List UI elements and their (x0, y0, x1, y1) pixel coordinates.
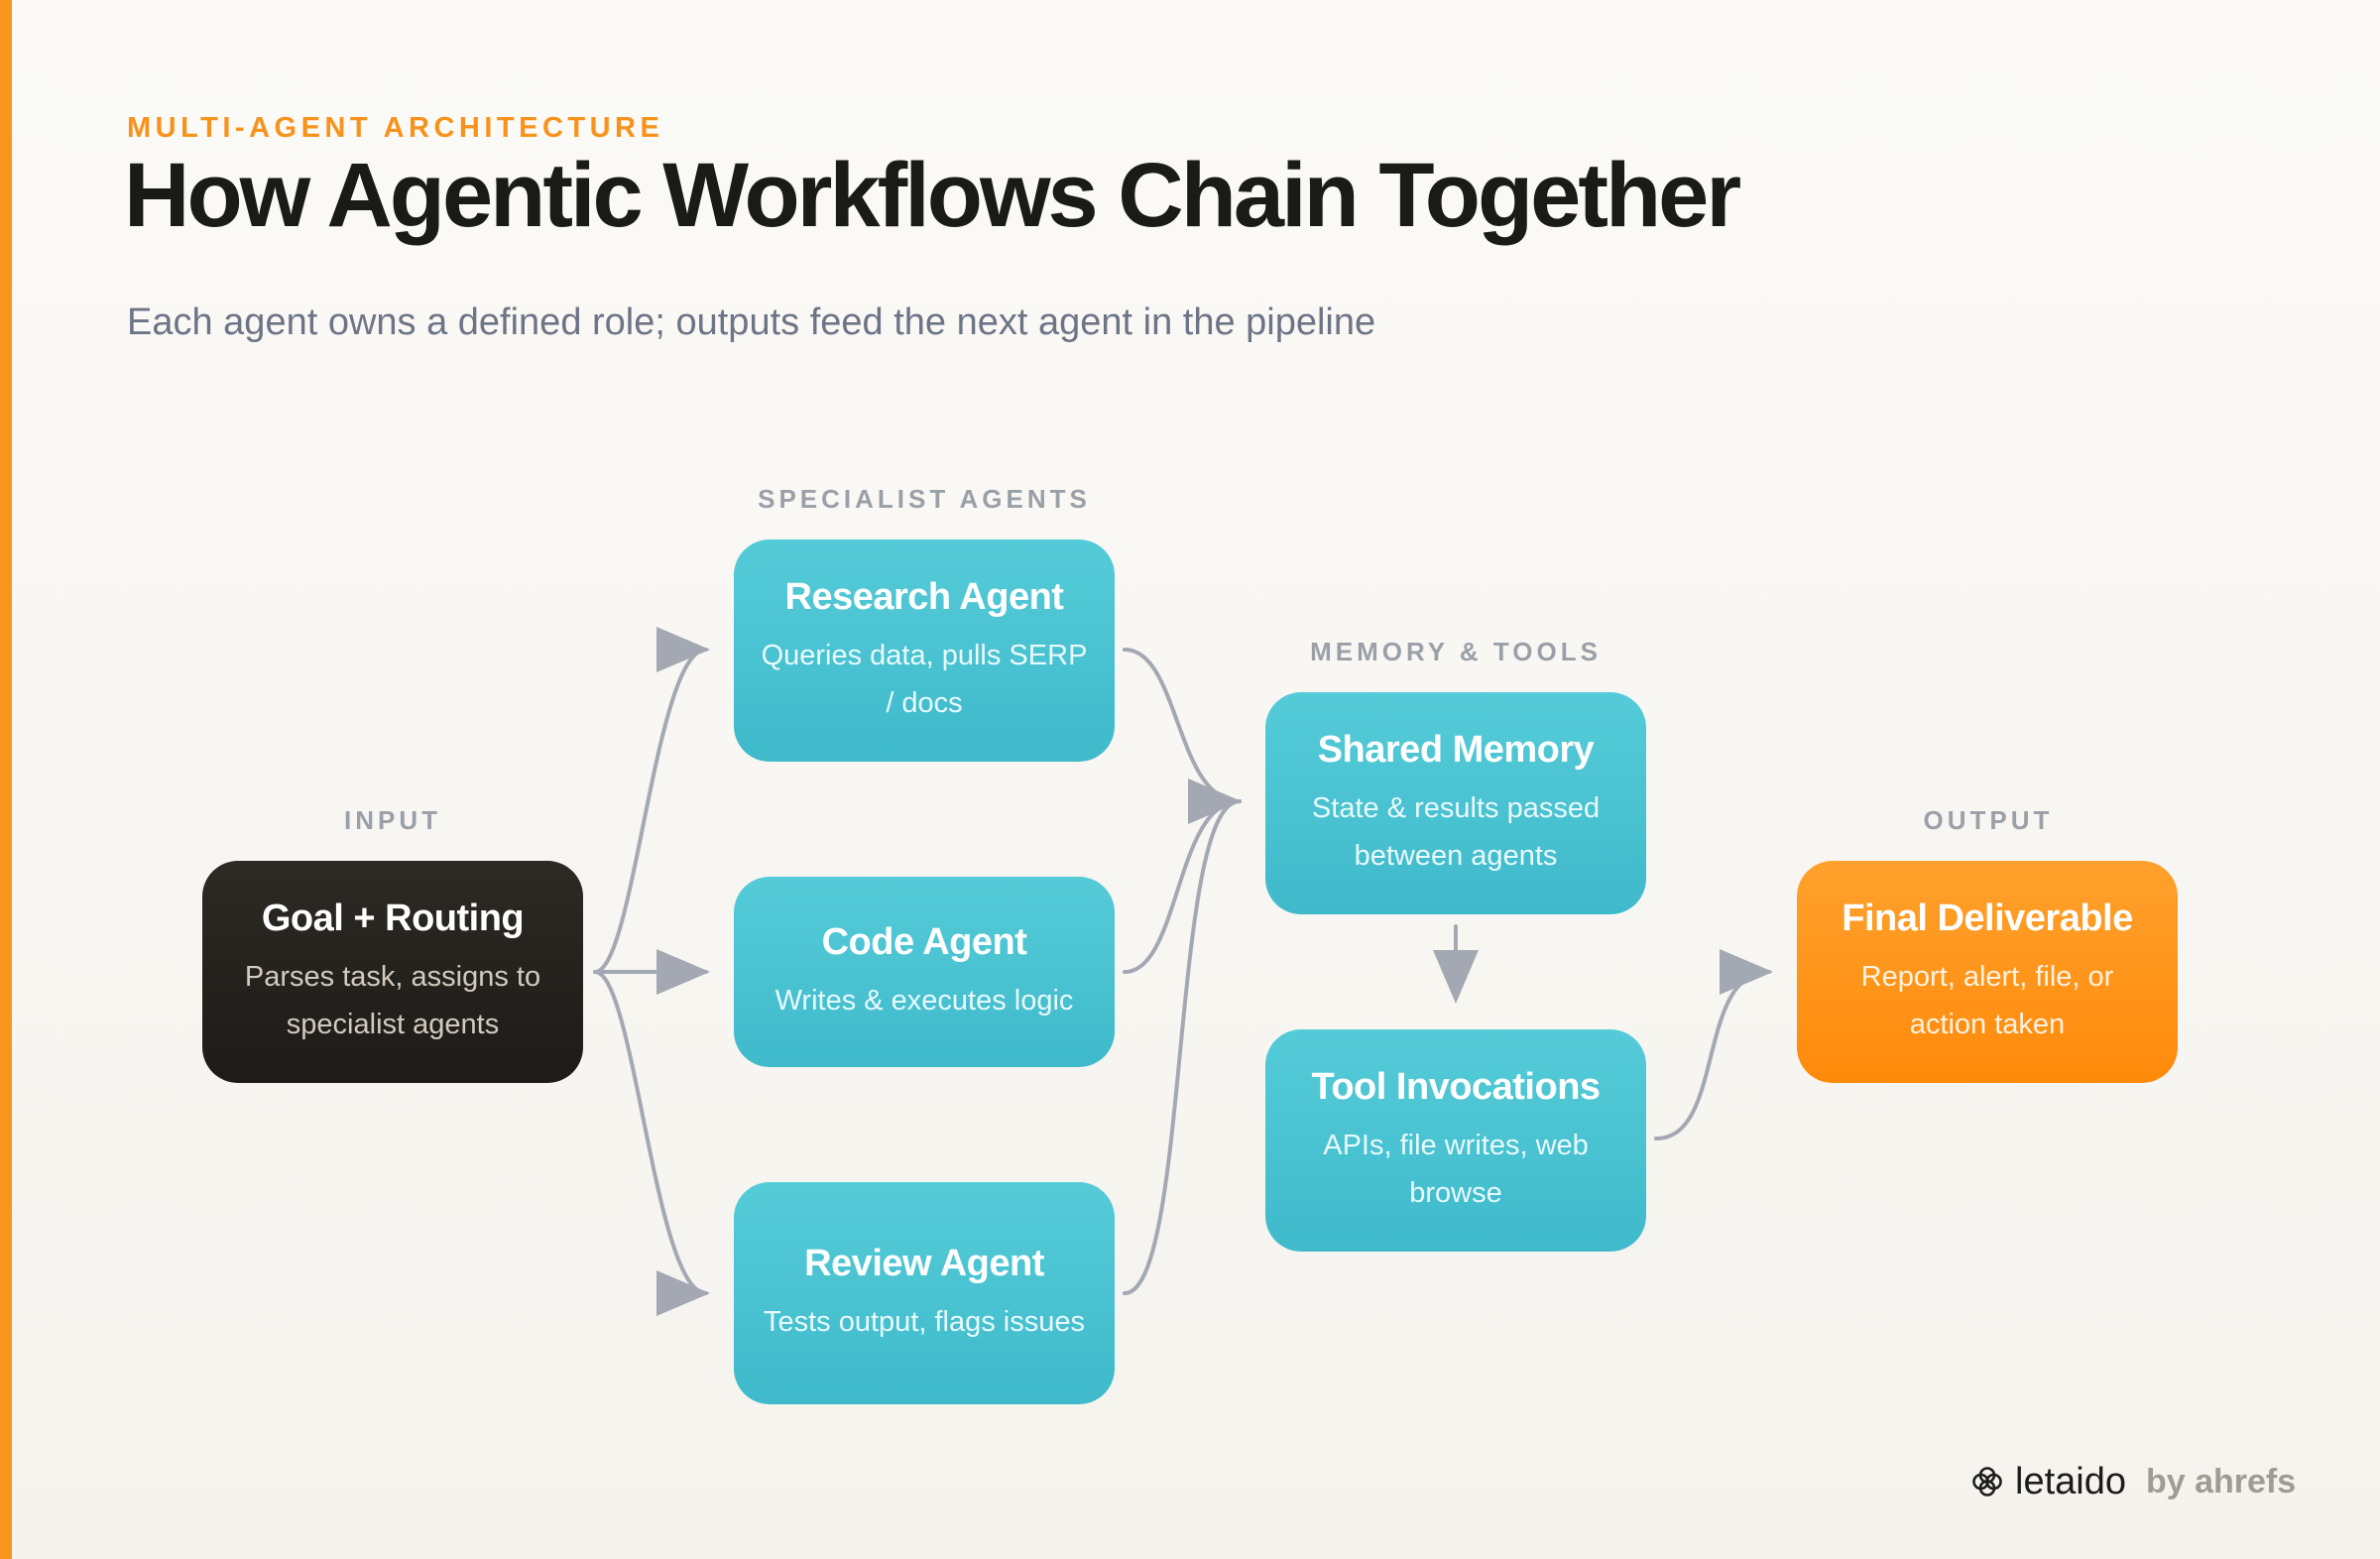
page-title: How Agentic Workflows Chain Together (124, 145, 1741, 246)
node-research-agent: Research Agent Queries data, pulls SERP … (734, 540, 1115, 762)
node-description: APIs, file writes, web browse (1323, 1130, 1589, 1209)
column-label-input: INPUT (344, 805, 441, 835)
column-label-output: OUTPUT (1923, 805, 2054, 835)
eyebrow-label: MULTI-AGENT ARCHITECTURE (127, 112, 664, 144)
node-title: Final Deliverable (1842, 898, 2133, 939)
column-label-specialists: SPECIALIST AGENTS (758, 484, 1091, 514)
node-goal-routing: Goal + Routing Parses task, assigns to s… (202, 861, 583, 1083)
node-title: Shared Memory (1317, 729, 1595, 771)
node-description: Parses task, assigns to specialist agent… (244, 961, 541, 1040)
arrow-review-to-memory (1123, 799, 1242, 1295)
node-title: Review Agent (804, 1243, 1044, 1284)
arrow-goal-to-review (593, 970, 708, 1295)
arrowhead-final (1720, 949, 1773, 995)
letaido-logo-icon (1972, 1467, 2002, 1497)
node-final-deliverable: Final Deliverable Report, alert, file, o… (1797, 861, 2178, 1083)
node-title: Code Agent (821, 921, 1027, 963)
arrowhead-tools (1433, 950, 1479, 1004)
node-description: Queries data, pulls SERP / docs (761, 640, 1088, 719)
node-description: Tests output, flags issues (764, 1306, 1085, 1338)
arrow-tools-to-final (1654, 970, 1771, 1140)
node-tool-invocations: Tool Invocations APIs, file writes, web … (1265, 1029, 1646, 1252)
node-review-agent: Review Agent Tests output, flags issues (734, 1182, 1115, 1404)
arrow-code-to-memory (1123, 799, 1242, 974)
accent-bar (0, 0, 12, 1559)
brand-name: letaido (2015, 1460, 2126, 1502)
node-description: Report, alert, file, or action taken (1860, 961, 2114, 1040)
node-title: Research Agent (784, 576, 1064, 618)
node-code-agent: Code Agent Writes & executes logic (734, 877, 1115, 1067)
arrowhead-review (656, 1270, 710, 1316)
brand-by: by ahrefs (2145, 1462, 2297, 1500)
node-title: Tool Invocations (1311, 1066, 1601, 1108)
node-description: Writes & executes logic (774, 985, 1074, 1017)
arrow-research-to-memory (1123, 648, 1242, 803)
arrowhead-research (656, 627, 710, 672)
arrow-goal-to-research (593, 648, 708, 974)
arrowhead-memory (1188, 779, 1242, 824)
node-shared-memory: Shared Memory State & results passed bet… (1265, 692, 1646, 914)
column-label-memory-tools: MEMORY & TOOLS (1310, 637, 1602, 666)
page-subtitle: Each agent owns a defined role; outputs … (127, 301, 1376, 343)
arrowhead-code (656, 949, 710, 995)
node-title: Goal + Routing (261, 898, 525, 939)
node-description: State & results passed between agents (1311, 792, 1601, 872)
brand-footer: letaido by ahrefs (1971, 1458, 2296, 1505)
